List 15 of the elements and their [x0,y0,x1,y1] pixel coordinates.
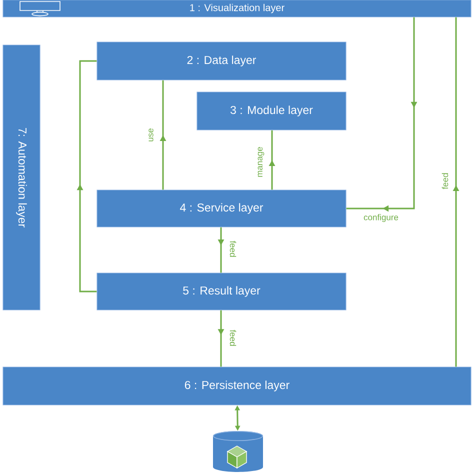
edge-label: feed [229,328,237,348]
layer-box: 1 : Visualization layer [2,0,472,18]
edge-label: feed [441,172,449,190]
layer-box: 2 : Data layer [96,42,346,80]
edge-label: feed [229,240,237,258]
layer-box: 4 : Service layer [96,190,346,228]
edge-label: use [148,127,154,143]
edge-label: configure [362,213,400,223]
edge-label: manage [257,146,265,178]
layer-box: 5 : Result layer [96,272,346,310]
layer-box: 7: Automation layer [2,44,40,310]
layer-box: 3 : Module layer [196,92,346,130]
layer-box: 6 : Persistence layer [2,366,472,406]
arrow [346,17,418,212]
arrow [76,60,97,292]
